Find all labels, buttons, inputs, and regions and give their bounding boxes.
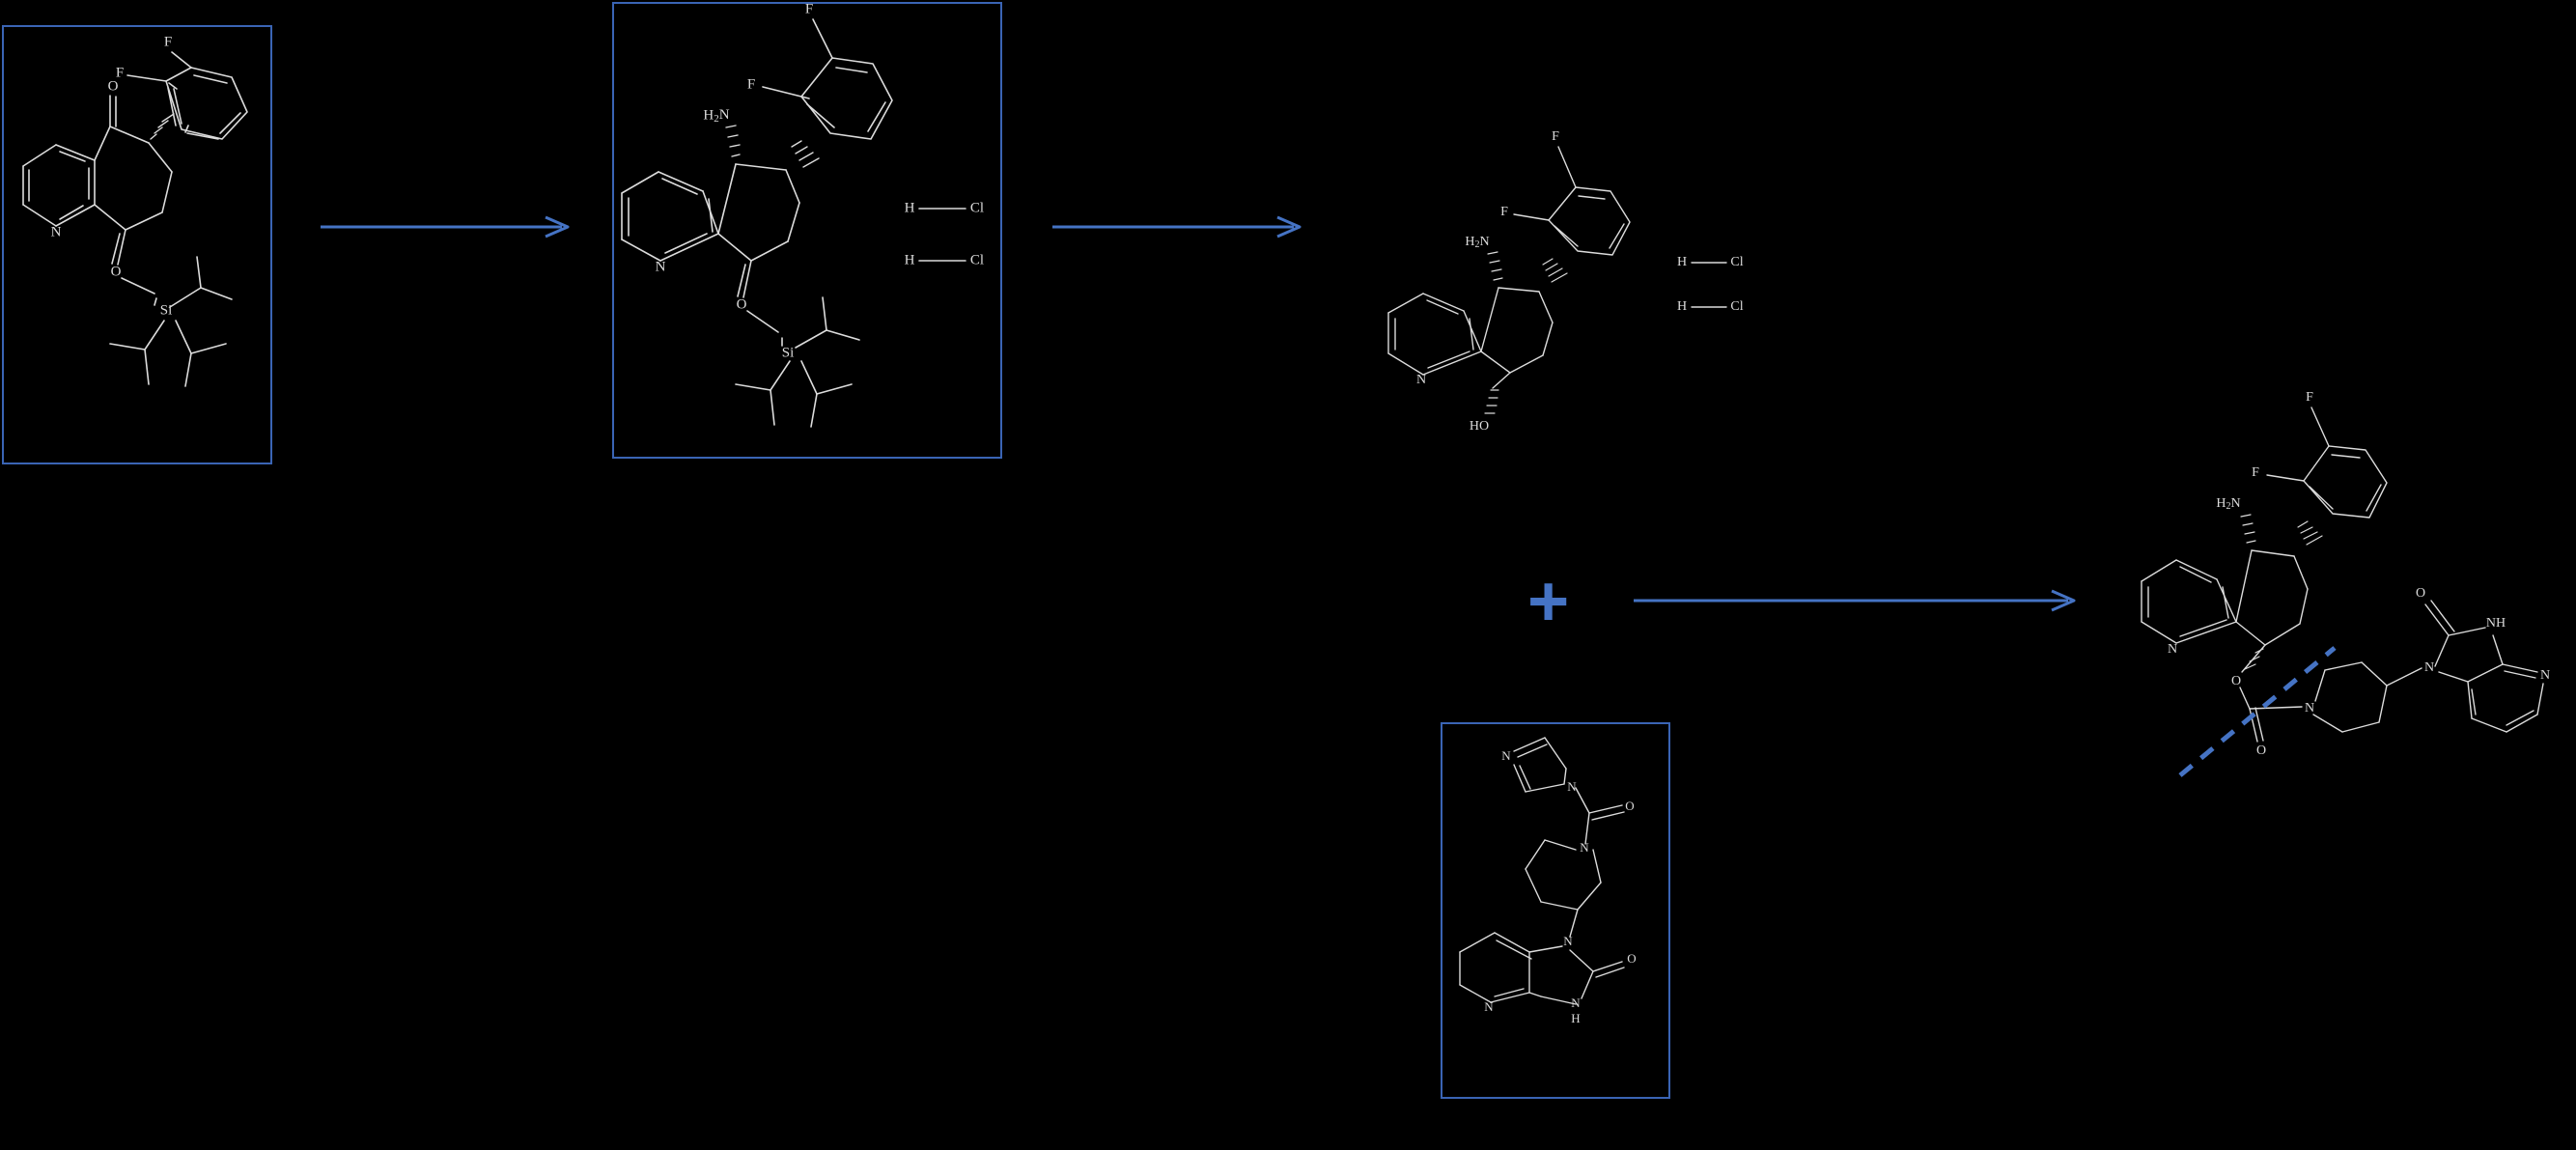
f-label-left: F xyxy=(747,76,755,92)
plus-operator: + xyxy=(1527,561,1570,641)
f-label-top: F xyxy=(2306,390,2313,405)
pyridine-nitrogen-label: N xyxy=(2168,642,2177,657)
azapyridine-nitrogen-label: N xyxy=(2540,668,2550,683)
ether-oxygen-label: O xyxy=(737,296,747,312)
silicon-label: Si xyxy=(782,345,795,360)
reagent-box xyxy=(1441,722,1670,1099)
hydroxyl-label: HO xyxy=(1470,419,1489,434)
structure-2: F F N H2N N O Si H Cl H Cl xyxy=(612,1,1002,459)
imidazolone-oxygen-label: O xyxy=(2416,586,2425,601)
piperidine-nitrogen-label: N xyxy=(1580,840,1589,855)
ketone-oxygen-label: O xyxy=(108,78,119,94)
pyridine-nitrogen-label: N xyxy=(656,259,666,274)
amine-label-text: H2N xyxy=(703,107,729,124)
hcl-1-hydrogen: H xyxy=(905,200,915,215)
imidazolone-nh-label: NH xyxy=(2486,616,2506,631)
imidazolone-nitrogen-label: N xyxy=(2424,660,2434,675)
product-structure: F F H2N N O O N N O NH N xyxy=(2120,386,2576,830)
lactam-ring-nitrogen-label: N xyxy=(1563,934,1573,948)
carbamate-carbonyl-oxygen-label: O xyxy=(2256,743,2266,758)
bond-disconnection-line xyxy=(2172,642,2346,782)
pyridine-nitrogen-label: N xyxy=(1416,373,1426,387)
f-label-left: F xyxy=(1500,205,1508,219)
lactam-oxygen-label: O xyxy=(1627,951,1636,966)
amine-label: H2N xyxy=(1465,235,1489,250)
amine-label: N xyxy=(607,0,618,9)
f-label-left: F xyxy=(116,65,124,80)
hcl-2-chlorine: Cl xyxy=(1730,299,1743,314)
hcl-1-chlorine: Cl xyxy=(1730,255,1743,269)
structure-2-box xyxy=(612,2,1002,459)
structure-3: F F H2N N HO H Cl H Cl xyxy=(1352,106,1796,444)
ether-oxygen-label: O xyxy=(111,264,122,279)
hcl-2-hydrogen: H xyxy=(1677,299,1687,314)
hcl-1-hydrogen: H xyxy=(1677,255,1687,269)
lactam-nh-hydrogen-label: H xyxy=(1571,1011,1580,1025)
silicon-label: Si xyxy=(160,302,173,318)
f-label-top: F xyxy=(164,34,172,49)
pyridine-nitrogen-label: N xyxy=(51,224,62,239)
reagent-pyridine-nitrogen-label: N xyxy=(1484,999,1494,1014)
structure-1-box xyxy=(2,25,272,464)
f-label-top: F xyxy=(805,1,813,16)
ester-oxygen-label: O xyxy=(2231,674,2241,688)
hcl-2-chlorine: Cl xyxy=(970,252,984,267)
lactam-nh-nitrogen-label: N xyxy=(1571,996,1581,1010)
arrow-1 xyxy=(319,212,579,241)
reagent-structure: N N O N N O N H N xyxy=(1441,722,1670,1099)
imidazole-n1-label: N xyxy=(1567,779,1577,794)
hcl-2-hydrogen: H xyxy=(905,252,915,267)
amine-label: H2N xyxy=(2216,496,2240,512)
arrow-2 xyxy=(1050,212,1311,241)
carbonyl-oxygen-label: O xyxy=(1625,799,1634,813)
f-label-top: F xyxy=(1552,129,1559,144)
hcl-1-chlorine: Cl xyxy=(970,200,984,215)
piperidine-nitrogen-label: N xyxy=(2305,701,2314,715)
f-label-left: F xyxy=(2252,465,2259,480)
structure-1: F F O N O Si xyxy=(2,25,272,464)
imidazole-n3-label: N xyxy=(1501,748,1511,763)
arrow-3 xyxy=(1632,586,2086,615)
